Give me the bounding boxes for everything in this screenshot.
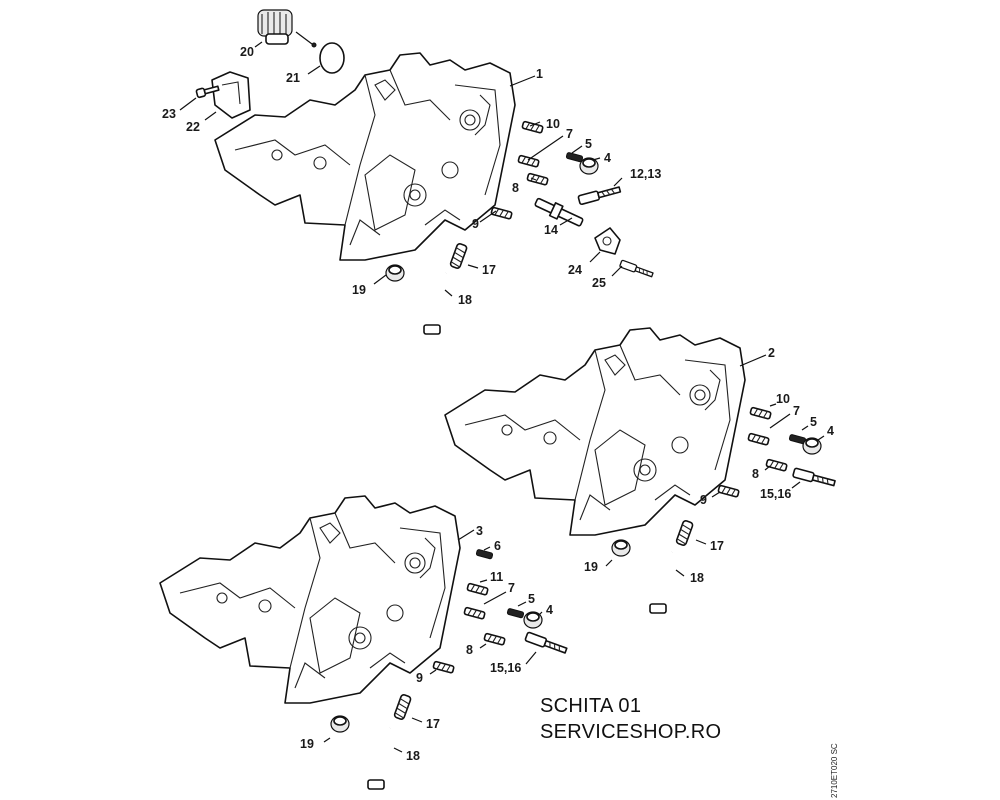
- label-20: 20: [240, 45, 254, 59]
- stud-11-drawing: [466, 582, 489, 596]
- label-18-mid: 18: [690, 571, 704, 585]
- label-4-bot: 4: [546, 603, 553, 617]
- screw-5-drawing: [565, 151, 584, 163]
- label-7-bot: 7: [508, 581, 515, 595]
- crankcase-1-drawing: [214, 52, 516, 261]
- label-6: 6: [494, 539, 501, 553]
- sleeve-7-mid-drawing: [747, 432, 770, 446]
- label-10-mid: 10: [776, 392, 790, 406]
- oil-pump-drawing: [257, 9, 317, 48]
- label-9: 9: [472, 217, 479, 231]
- label-8-bot: 8: [466, 643, 473, 657]
- label-12-13: 12,13: [630, 167, 661, 181]
- spring-17-mid-drawing: [674, 519, 695, 547]
- bush-19-drawing: [385, 264, 405, 282]
- label-9-mid: 9: [700, 493, 707, 507]
- label-18-bot: 18: [406, 749, 420, 763]
- nut-4-drawing: [579, 157, 599, 175]
- stud-10-mid-drawing: [749, 406, 772, 420]
- label-17-bot: 17: [426, 717, 440, 731]
- label-1: 1: [536, 67, 543, 81]
- label-19-mid: 19: [584, 560, 598, 574]
- hose-18-mid-drawing: [635, 550, 674, 615]
- cover-22-drawing: [211, 71, 251, 119]
- shaft-14-drawing: [534, 197, 584, 227]
- label-11: 11: [490, 570, 503, 584]
- label-4: 4: [604, 151, 611, 165]
- stud-9-mid-drawing: [717, 484, 740, 498]
- label-15-16-bot: 15,16: [490, 661, 521, 675]
- label-23: 23: [162, 107, 176, 121]
- label-5: 5: [585, 137, 592, 151]
- label-8: 8: [512, 181, 519, 195]
- label-10: 10: [546, 117, 560, 131]
- o-ring-drawing: [319, 42, 345, 74]
- bush-19-mid-drawing: [611, 539, 631, 557]
- label-3: 3: [476, 524, 483, 538]
- middle-assembly: 2 10 7 5 4 8 15,16 9 17 18 19: [444, 327, 837, 615]
- label-8-mid: 8: [752, 467, 759, 481]
- stud-9-bot-drawing: [432, 660, 455, 674]
- label-19: 19: [352, 283, 366, 297]
- bolt-12-13-drawing: [577, 184, 622, 206]
- drawing-code: 2710ET020 SC: [830, 743, 839, 798]
- spring-17-drawing: [448, 242, 469, 270]
- label-4-mid: 4: [827, 424, 834, 438]
- stud-9-drawing: [490, 206, 513, 220]
- label-17: 17: [482, 263, 496, 277]
- bottom-assembly: 3 6 11 7 5 4 8 15,16 9 17 18 19: [159, 495, 569, 791]
- stud-8-mid-drawing: [765, 458, 788, 472]
- bolt-15-16-bot-drawing: [524, 631, 569, 656]
- stud-8-bot-drawing: [483, 632, 506, 646]
- label-25: 25: [592, 276, 606, 290]
- label-5-mid: 5: [810, 415, 817, 429]
- label-14: 14: [544, 223, 558, 237]
- label-18: 18: [458, 293, 472, 307]
- label-7: 7: [566, 127, 573, 141]
- screw-5-bot-drawing: [506, 607, 525, 619]
- top-assembly: 1 10 7 5 4 8 12,13 14 9 24 25 17 18 19 2…: [162, 9, 661, 336]
- stud-8-drawing: [526, 172, 549, 186]
- screw-25-drawing: [618, 259, 655, 279]
- label-15-16-mid: 15,16: [760, 487, 791, 501]
- label-17-mid: 17: [710, 539, 724, 553]
- stud-10-drawing: [521, 120, 544, 134]
- sleeve-7-drawing: [517, 154, 540, 168]
- caption-schema: SCHITA 01: [540, 695, 642, 717]
- hose-18-bot-drawing: [353, 726, 392, 791]
- hose-18-drawing: [409, 271, 448, 336]
- label-21: 21: [286, 71, 300, 85]
- label-9-bot: 9: [416, 671, 423, 685]
- spring-17-bot-drawing: [392, 693, 413, 721]
- bracket-24-drawing: [594, 227, 621, 255]
- label-19-bot: 19: [300, 737, 314, 751]
- label-2: 2: [768, 346, 775, 360]
- caption-website: SERVICESHOP.RO: [540, 721, 722, 743]
- label-7-mid: 7: [793, 404, 800, 418]
- bolt-15-16-mid-drawing: [791, 467, 837, 489]
- bush-19-bot-drawing: [330, 715, 350, 733]
- sleeve-7-bot-drawing: [463, 606, 486, 620]
- crankcase-3-drawing: [159, 495, 461, 704]
- label-22: 22: [186, 120, 200, 134]
- label-24: 24: [568, 263, 582, 277]
- label-5-bot: 5: [528, 592, 535, 606]
- screw-23-drawing: [195, 85, 220, 99]
- screw-6-drawing: [475, 548, 494, 560]
